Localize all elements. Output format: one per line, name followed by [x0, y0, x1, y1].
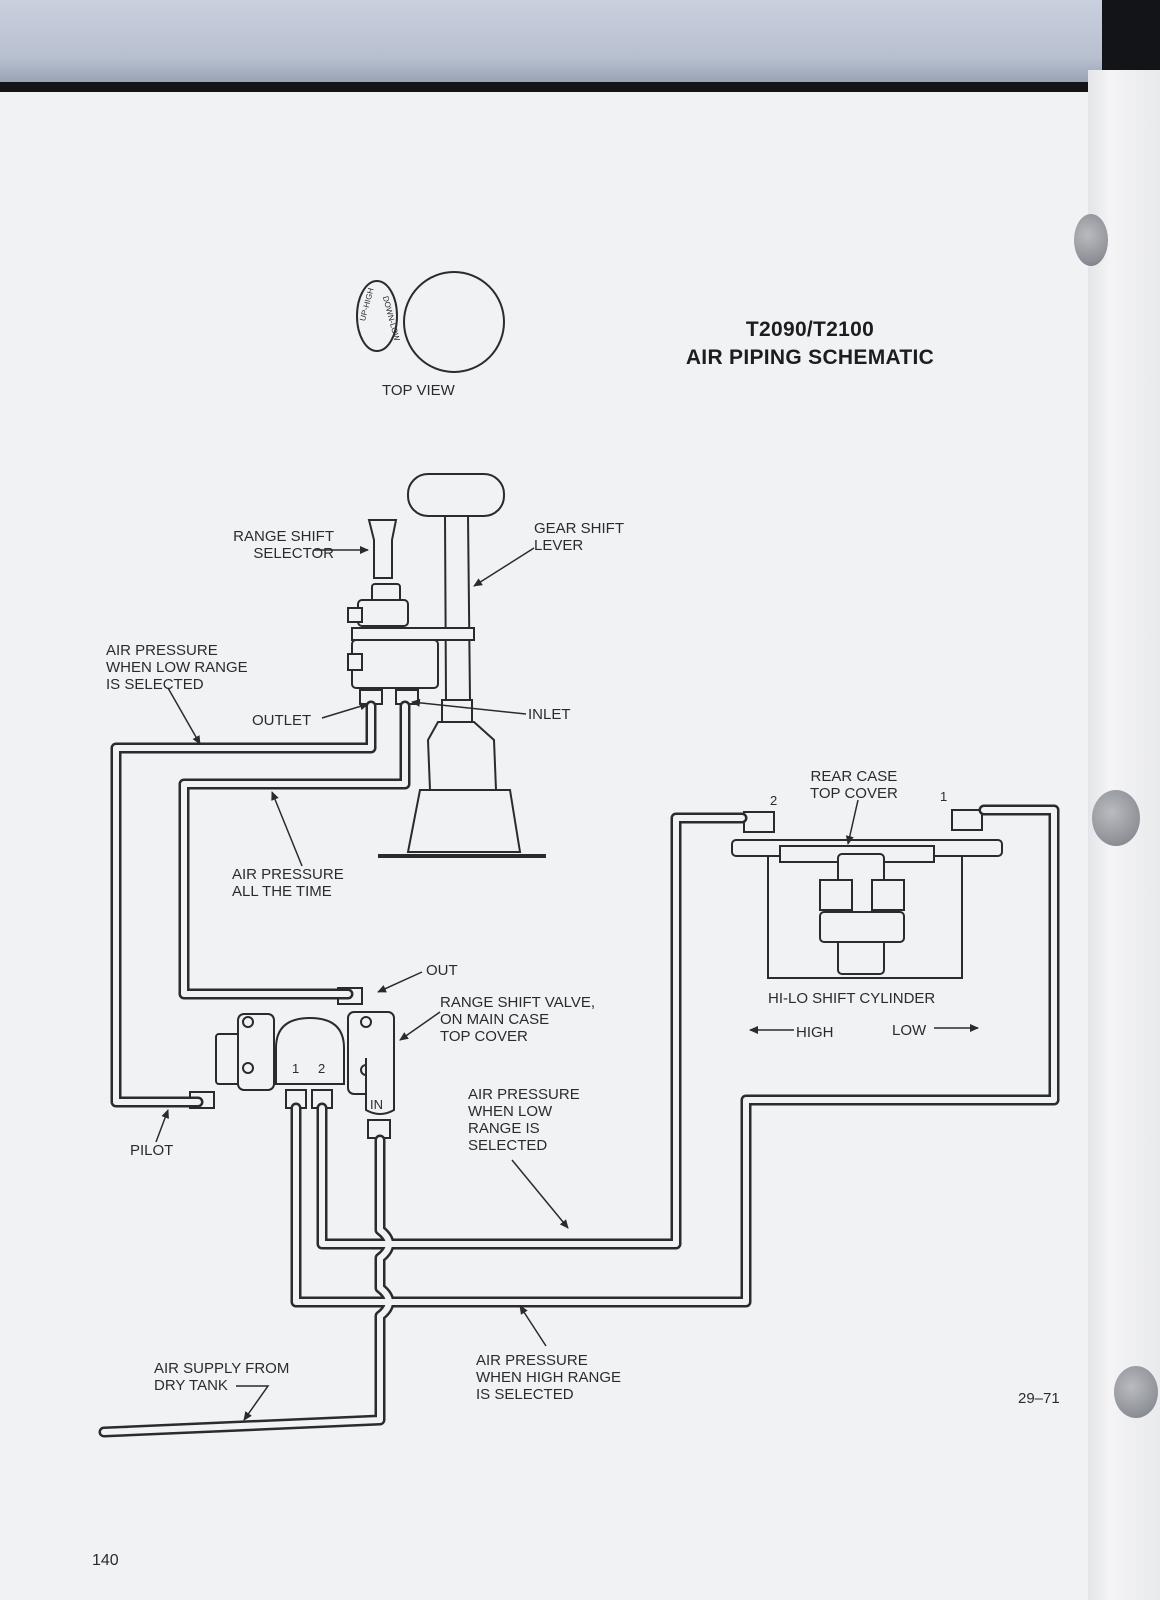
binder-hole-bottom — [1114, 1366, 1158, 1418]
diagram-title: T2090/T2100 AIR PIPING SCHEMATIC — [640, 316, 980, 372]
figure-number: 29–71 — [1018, 1390, 1060, 1407]
cylinder-port-2-label: 2 — [770, 793, 778, 808]
range-shift-selector-assembly — [347, 519, 475, 705]
gear-shift-lever-assembly — [378, 473, 546, 858]
title-line-1: T2090/T2100 — [745, 318, 875, 341]
hi-lo-shift-cylinder-body — [731, 809, 1003, 979]
binder-hole-top — [1074, 214, 1108, 266]
label-gear-shift-lever: GEAR SHIFT LEVER — [534, 520, 625, 554]
binder-hole-middle — [1092, 790, 1140, 846]
label-outlet: OUTLET — [252, 712, 312, 729]
label-pilot: PILOT — [130, 1142, 174, 1159]
top-view-caption: TOP VIEW — [382, 382, 455, 399]
cylinder-port-1-label: 1 — [940, 789, 948, 804]
leader-lines — [155, 546, 979, 1421]
label-rear-case-top-cover: REAR CASE TOP COVER — [810, 768, 898, 802]
title-line-2: AIR PIPING SCHEMATIC — [685, 346, 935, 369]
scanner-edge — [0, 0, 1102, 82]
air-lines — [98, 700, 1060, 1438]
top-view-illustration — [356, 271, 505, 373]
label-range-shift-selector: RANGE SHIFT SELECTOR — [233, 528, 334, 562]
gear-lever-knob-top — [403, 271, 505, 373]
label-high: HIGH — [796, 1024, 834, 1041]
label-inlet: INLET — [528, 706, 571, 723]
label-range-shift-valve: RANGE SHIFT VALVE, ON MAIN CASE TOP COVE… — [440, 994, 596, 1045]
label-air-supply-dry-tank: AIR SUPPLY FROM DRY TANK — [154, 1360, 290, 1394]
valve-port-1-label: 1 — [292, 1061, 300, 1076]
valve-port-2-label: 2 — [318, 1061, 326, 1076]
label-out: OUT — [426, 962, 458, 979]
label-air-pressure-low-range-top: AIR PRESSURE WHEN LOW RANGE IS SELECTED — [106, 642, 248, 693]
label-hi-lo-shift-cylinder: HI-LO SHIFT CYLINDER — [768, 990, 936, 1007]
label-low: LOW — [892, 1022, 927, 1039]
range-shift-valve-body — [189, 987, 395, 1139]
label-air-pressure-low-range-mid: AIR PRESSURE WHEN LOW RANGE IS SELECTED — [468, 1086, 580, 1154]
label-air-pressure-high-range: AIR PRESSURE WHEN HIGH RANGE IS SELECTED — [476, 1352, 622, 1403]
page-number: 140 — [92, 1552, 119, 1569]
label-air-pressure-all-time: AIR PRESSURE ALL THE TIME — [232, 866, 344, 900]
valve-in-label: IN — [370, 1097, 383, 1112]
range-selector-medallion — [356, 280, 398, 352]
